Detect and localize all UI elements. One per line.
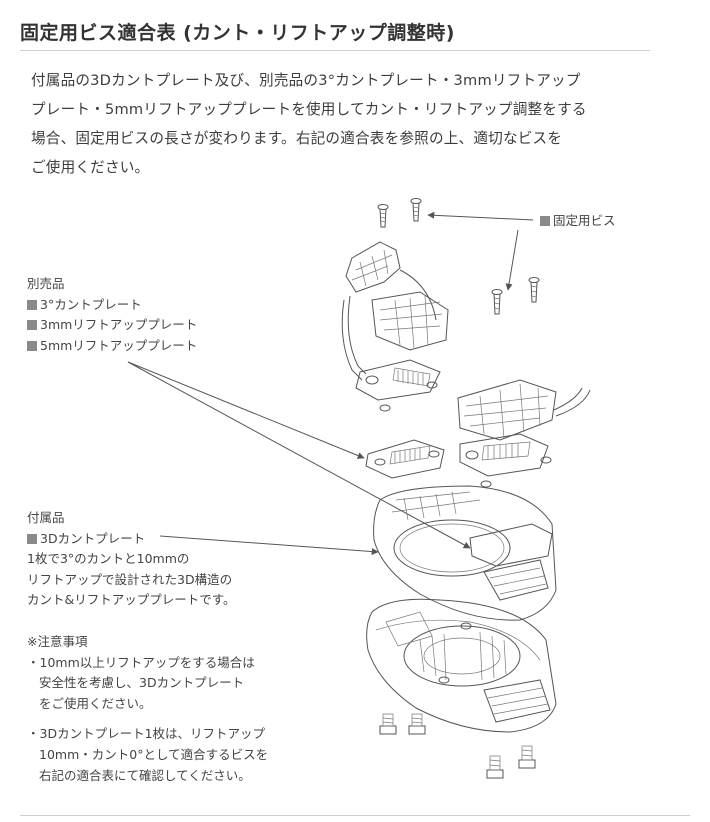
screw-label-text: 固定用ビス	[553, 213, 616, 228]
intro-line: 場合、固定用ビスの長さが変わります。右記の適合表を参照の上、適切なビスを	[31, 130, 563, 147]
sold-separately-item: 3°カントプレート	[40, 296, 142, 312]
notes-heading: ※注意事項	[27, 634, 88, 649]
page-title: 固定用ビス適合表 (カント・リフトアップ調整時)	[20, 22, 455, 44]
included-item: 3Dカントプレート	[40, 530, 146, 546]
note-line: 安全性を考慮し、3Dカントプレート	[39, 675, 245, 691]
lift-up-plate-small	[365, 439, 445, 479]
title-divider	[20, 50, 650, 51]
sold-separately-block: 別売品 3°カントプレート 3mmリフトアッププレート 5mmリフトアッププレー…	[27, 274, 197, 356]
included-block: 付属品 3Dカントプレート 1枚で3°のカントと10mmの リフトアップで設計さ…	[27, 508, 236, 611]
fixing-screws-group	[377, 198, 540, 315]
callout-arrows	[127, 211, 534, 556]
cleat-bracket-left	[341, 241, 449, 412]
square-bullet-icon	[27, 340, 37, 351]
note-line: ・10mm以上リフトアップをする場合は	[27, 654, 255, 670]
3d-cant-plate	[373, 485, 557, 621]
included-desc-line: 1枚で3°のカントと10mmの	[27, 551, 190, 567]
cleat-bracket-right	[457, 379, 591, 488]
intro-line: ご使用ください。	[31, 159, 150, 176]
fixing-nuts-group	[379, 713, 536, 779]
sold-separately-item: 5mmリフトアッププレート	[40, 337, 198, 353]
bottom-divider	[20, 815, 690, 816]
fixing-screw-label: 固定用ビス	[540, 211, 616, 232]
intro-paragraph: 付属品の3Dカントプレート及び、別売品の3°カントプレート・3mmリフトアップ …	[31, 66, 651, 182]
note-line: ・3Dカントプレート1枚は、リフトアップ	[27, 726, 266, 742]
intro-line: 付属品の3Dカントプレート及び、別売品の3°カントプレート・3mmリフトアップ	[31, 72, 581, 89]
sold-separately-item: 3mmリフトアッププレート	[40, 317, 198, 333]
included-desc-line: カント&リフトアッププレートです。	[27, 592, 236, 608]
notes-block: ※注意事項 ・10mm以上リフトアップをする場合は 安全性を考慮し、3Dカントプ…	[27, 632, 268, 786]
square-bullet-icon	[27, 299, 37, 310]
intro-line: プレート・5mmリフトアッププレートを使用してカント・リフトアップ調整をする	[31, 101, 587, 118]
note-line: 右記の適合表にて確認してください。	[39, 767, 251, 783]
note-line: をご使用ください。	[39, 695, 152, 711]
note-line: 10mm・カント0°として適合するビスを	[39, 746, 269, 762]
included-heading: 付属品	[27, 510, 65, 525]
square-bullet-icon	[27, 533, 37, 544]
square-bullet-icon	[540, 216, 550, 226]
square-bullet-icon	[27, 320, 37, 331]
included-desc-line: リフトアップで設計された3D構造の	[27, 571, 233, 587]
sold-separately-heading: 別売品	[27, 276, 65, 291]
sole-base-plate	[366, 598, 557, 733]
